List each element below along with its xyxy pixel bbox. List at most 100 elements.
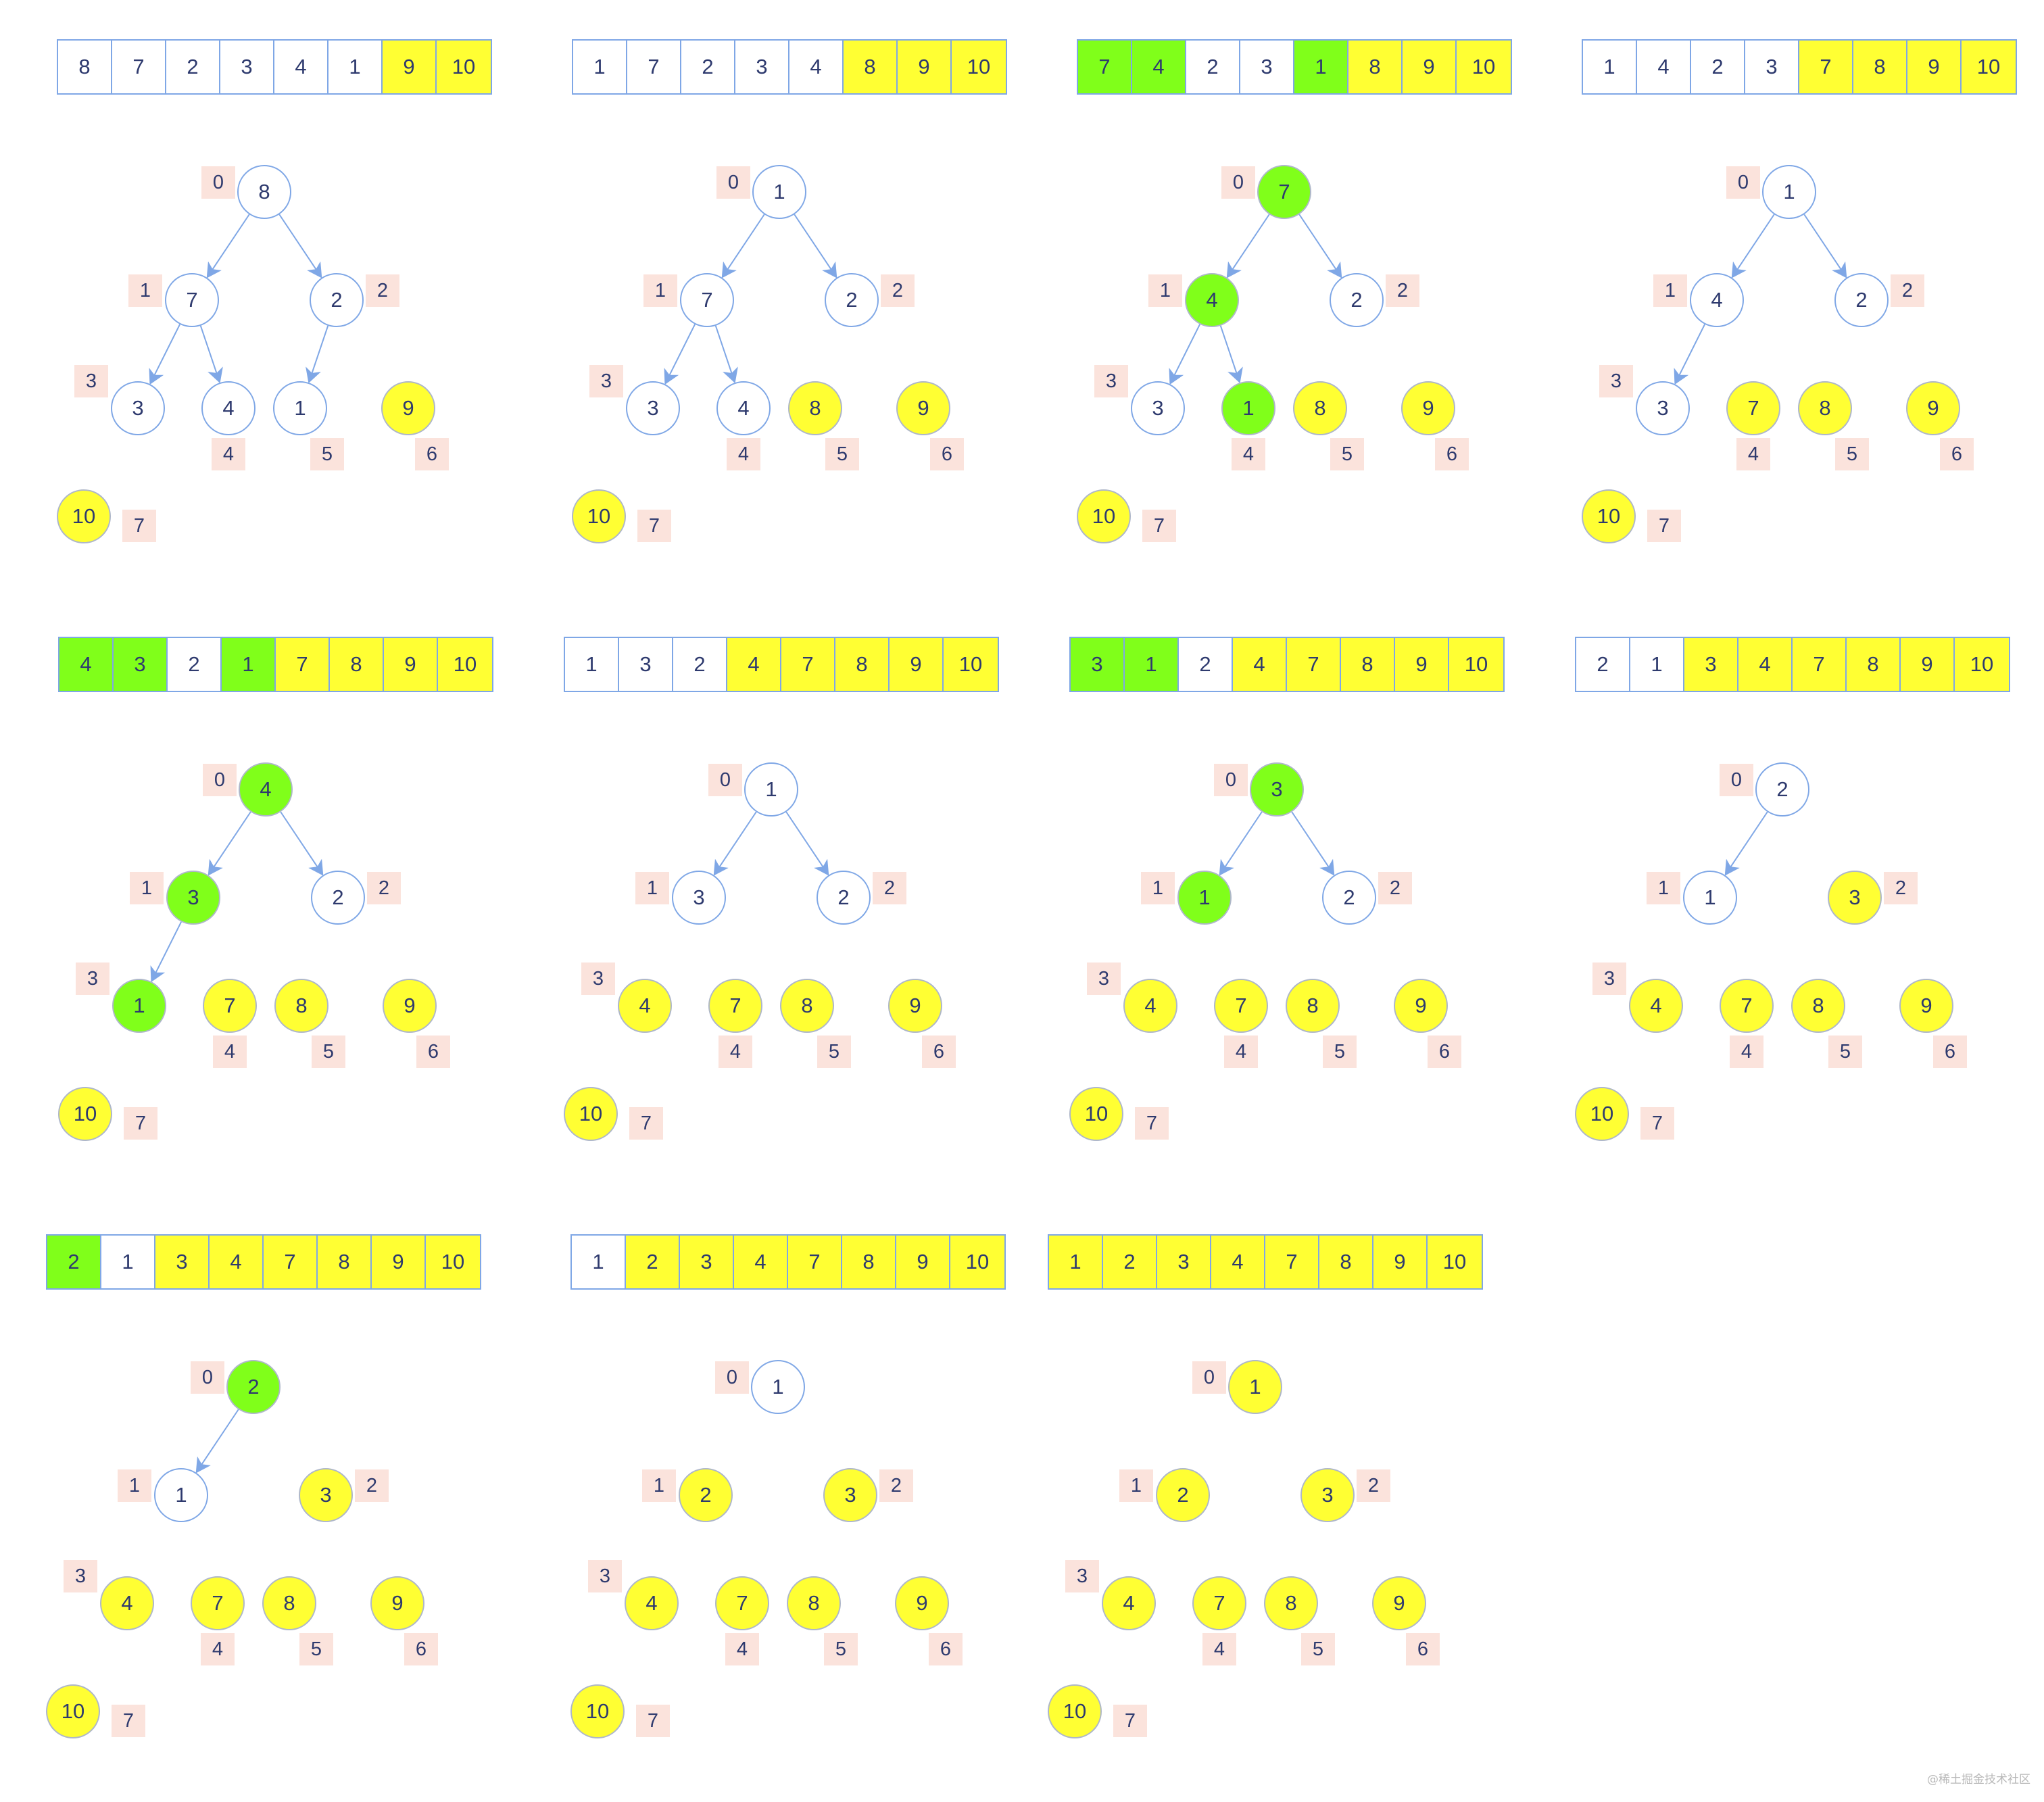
array-cell-5: 8 [1348,41,1403,93]
index-label-3: 3 [1599,365,1633,397]
edge-0-1 [713,811,757,876]
index-label-6: 6 [1940,438,1974,470]
index-label-7: 7 [637,510,671,542]
index-label-2: 2 [873,872,906,904]
index-label-2: 2 [881,274,915,307]
array-cell-6: 9 [898,41,952,93]
index-label-5: 5 [1828,1036,1862,1068]
tree-node-5: 8 [1791,979,1845,1033]
tree-edges [149,214,329,385]
tree-node-0: 7 [1257,165,1311,219]
array-cell-0: 2 [1576,638,1630,691]
tree-node-6: 9 [381,381,435,435]
index-label-0: 0 [716,166,750,199]
index-label-3: 3 [1065,1560,1099,1592]
array-cell-0: 1 [1583,41,1637,93]
array-cell-1: 2 [1103,1236,1157,1288]
tree-node-6: 9 [370,1576,424,1630]
array-cell-6: 9 [1395,638,1449,691]
index-label-7: 7 [112,1705,145,1737]
array-cell-5: 8 [330,638,384,691]
array-cell-5: 8 [1341,638,1395,691]
array-cell-6: 9 [1901,638,1955,691]
index-label-3: 3 [589,365,623,397]
tree-node-5: 8 [787,1576,841,1630]
array-cell-0: 3 [1071,638,1125,691]
array-cell-1: 2 [626,1236,680,1288]
tree-node-7: 10 [1048,1684,1102,1738]
tree-node-0: 1 [1228,1360,1282,1414]
tree-node-1: 2 [679,1468,733,1522]
array-cell-1: 3 [619,638,673,691]
tree-node-3: 4 [625,1576,679,1630]
tree-node-2: 2 [817,871,871,925]
index-label-6: 6 [930,438,964,470]
tree-node-4: 7 [1726,381,1780,435]
index-label-3: 3 [1094,365,1128,397]
index-label-3: 3 [588,1560,622,1592]
array-cell-2: 2 [166,41,220,93]
tree-node-3: 4 [1123,979,1177,1033]
edge-0-1 [721,214,765,278]
array-cell-5: 8 [1847,638,1901,691]
tree-node-4: 7 [1720,979,1774,1033]
tree-node-1: 4 [1690,273,1744,327]
array-cell-3: 4 [734,1236,788,1288]
edge-0-2 [278,214,322,278]
array-cell-6: 9 [372,1236,426,1288]
array-cell-2: 3 [1684,638,1738,691]
tree-edges [1219,811,1335,876]
tree-edges [1169,214,1342,385]
tree-node-0: 2 [226,1360,281,1414]
tree-node-3: 4 [100,1576,154,1630]
index-label-3: 3 [74,365,108,397]
index-label-7: 7 [636,1705,670,1737]
edge-0-1 [206,214,250,278]
edge-1-3 [1674,324,1706,385]
index-label-1: 1 [118,1469,151,1502]
array-cell-5: 8 [844,41,898,93]
tree-node-3: 3 [1636,381,1690,435]
tree-node-0: 4 [239,762,293,817]
array-cell-6: 9 [384,638,438,691]
array-cell-0: 2 [47,1236,101,1288]
index-label-6: 6 [1933,1036,1967,1068]
array-cell-6: 9 [1907,41,1962,93]
array-cell-0: 1 [572,1236,626,1288]
index-label-7: 7 [1640,1107,1674,1140]
index-label-4: 4 [1202,1633,1236,1665]
array-cell-6: 9 [383,41,437,93]
tree-node-2: 2 [1322,871,1376,925]
tree-node-4: 1 [1221,381,1275,435]
index-label-5: 5 [310,438,344,470]
edge-0-2 [280,811,324,876]
array-cell-1: 3 [114,638,168,691]
index-label-4: 4 [1232,438,1265,470]
tree-node-2: 2 [1834,273,1889,327]
tree-edges [713,811,829,876]
array-cell-1: 1 [1125,638,1179,691]
array-cell-6: 9 [896,1236,950,1288]
tree-edges [1724,811,1768,876]
index-label-3: 3 [76,963,110,995]
tree-node-2: 3 [1828,871,1882,925]
array-cell-3: 3 [1240,41,1294,93]
index-label-6: 6 [922,1036,956,1068]
index-label-1: 1 [635,872,669,904]
index-label-6: 6 [1406,1633,1440,1665]
index-label-5: 5 [817,1036,851,1068]
tree-node-5: 8 [1798,381,1852,435]
tree-node-5: 8 [1264,1576,1318,1630]
array-cell-3: 4 [1233,638,1287,691]
index-label-4: 4 [719,1036,752,1068]
index-label-1: 1 [130,872,164,904]
tree-node-7: 10 [46,1684,100,1738]
index-label-1: 1 [1119,1469,1153,1502]
index-label-0: 0 [708,764,742,796]
